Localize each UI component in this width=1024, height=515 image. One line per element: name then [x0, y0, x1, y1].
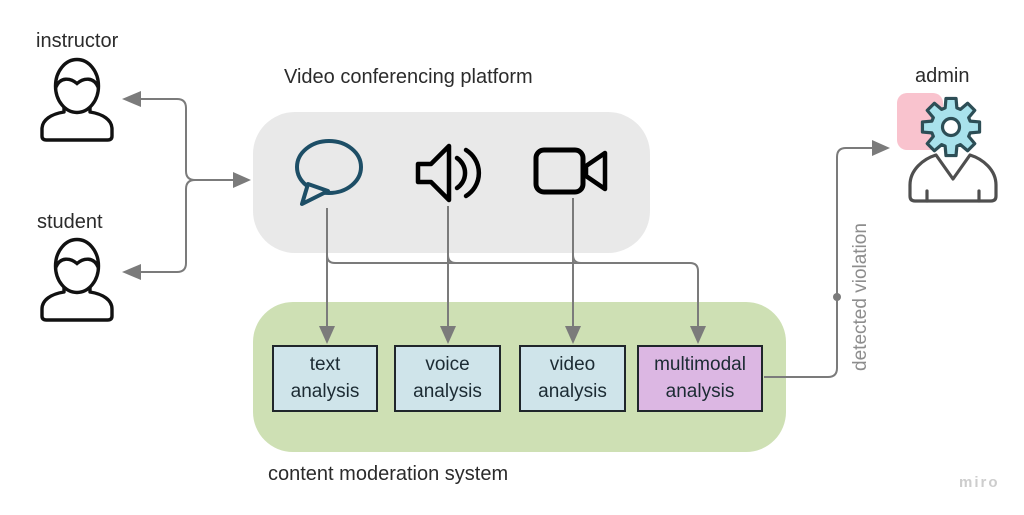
video-camera-icon[interactable]	[528, 142, 618, 200]
moderation-title: content moderation system	[268, 463, 509, 485]
instructor-label: instructor	[36, 30, 119, 52]
student-label: student	[37, 211, 103, 233]
student-person-icon[interactable]	[30, 236, 124, 326]
miro-watermark: miro	[959, 474, 1000, 491]
module-multimodal-analysis[interactable]: multimodal analysis	[637, 345, 763, 412]
instructor-person-icon[interactable]	[30, 56, 124, 146]
admin-person-icon[interactable]	[890, 85, 1010, 210]
speaker-icon[interactable]	[408, 138, 488, 208]
gear-icon	[920, 96, 982, 158]
module-text-analysis[interactable]: text analysis	[272, 345, 378, 412]
chat-bubble-icon[interactable]	[288, 136, 368, 210]
admin-label: admin	[915, 65, 970, 87]
detected-violation-label: detected violation	[850, 223, 871, 371]
platform-title: Video conferencing platform	[284, 66, 533, 88]
module-voice-analysis[interactable]: voice analysis	[394, 345, 501, 412]
module-video-analysis[interactable]: video analysis	[519, 345, 626, 412]
